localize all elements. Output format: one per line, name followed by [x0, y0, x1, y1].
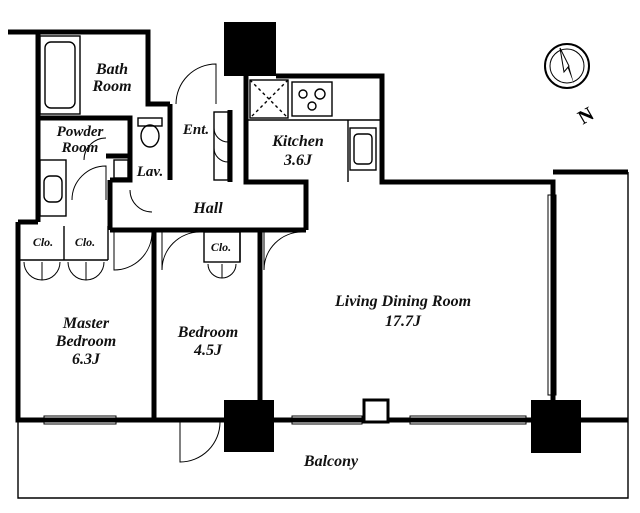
washbasin — [43, 175, 63, 203]
master-bedroom-label-2: Bedroom — [55, 333, 116, 350]
shoe-closet — [213, 111, 229, 181]
compass: N — [544, 43, 598, 130]
structural-columns — [224, 22, 581, 453]
toilet-tank — [137, 117, 163, 127]
column-balcony-right — [531, 400, 581, 453]
lavatory-label: Lav. — [136, 164, 164, 180]
powder-room-label-1: Powder — [57, 124, 104, 140]
windows — [43, 194, 557, 425]
compass-north-label: N — [574, 103, 598, 130]
column-top — [224, 22, 276, 76]
washbasin-counter — [39, 159, 67, 217]
fixtures — [17, 35, 629, 499]
bath-room-label-1: Bath — [95, 61, 128, 78]
walls — [8, 29, 628, 423]
bath-room-label-2: Room — [91, 78, 131, 95]
closet-label-2: Clo. — [75, 235, 95, 249]
toilet-bowl — [140, 124, 160, 148]
doors — [23, 63, 303, 463]
entrance-label: Ent. — [182, 122, 209, 138]
column-balcony-left — [224, 400, 274, 452]
room-labels: Bath Room Powder Room Ent. Lav. Kitchen … — [33, 61, 471, 470]
fridge-space — [249, 79, 289, 119]
stove — [291, 81, 333, 117]
lav-sink — [113, 159, 129, 179]
master-bedroom-label-1: Master — [62, 315, 110, 332]
kitchen-size: 3.6J — [283, 152, 313, 169]
hall-label: Hall — [192, 200, 223, 217]
column-small — [362, 398, 390, 424]
powder-room-label-2: Room — [61, 140, 99, 156]
balcony-label: Balcony — [303, 453, 359, 470]
closet-label-3: Clo. — [211, 240, 231, 254]
bathtub — [39, 35, 81, 115]
bedroom-size: 4.5J — [193, 342, 223, 359]
closet-label-1: Clo. — [33, 235, 53, 249]
bathtub-inner — [44, 41, 76, 109]
door-balcony — [179, 421, 221, 463]
door-entrance — [175, 63, 217, 105]
living-dining-label: Living Dining Room — [334, 293, 471, 310]
bedroom-label: Bedroom — [177, 324, 238, 341]
living-dining-size: 17.7J — [385, 313, 422, 330]
kitchen-sink — [349, 127, 377, 171]
kitchen-label: Kitchen — [271, 133, 324, 150]
master-bedroom-size: 6.3J — [72, 351, 101, 368]
